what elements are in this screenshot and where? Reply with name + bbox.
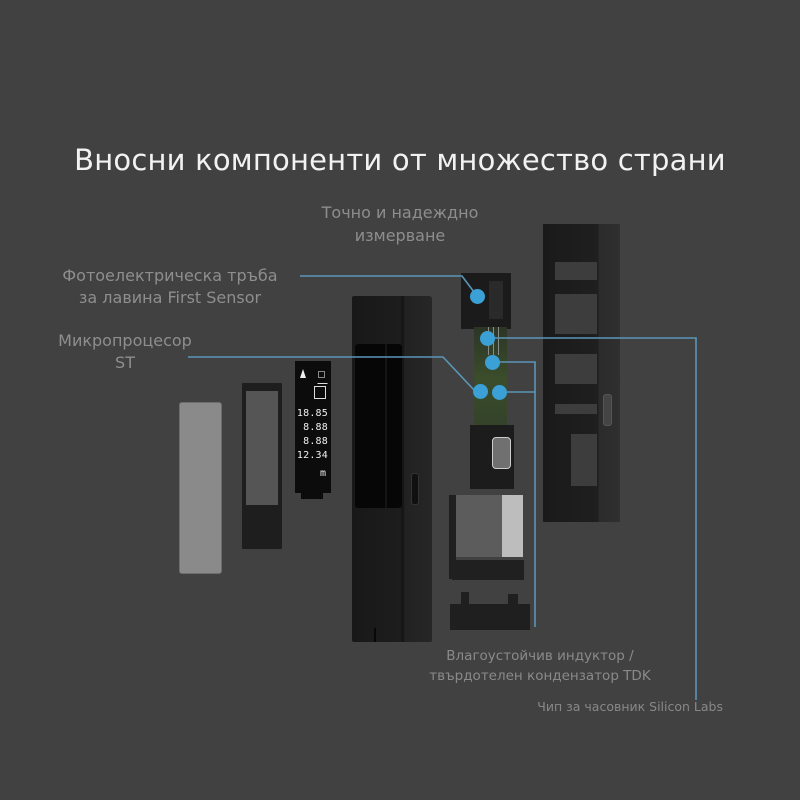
- callout-mcu-line1: Микропроцесор: [58, 331, 192, 350]
- battery: [449, 495, 523, 579]
- cover-glass: [179, 402, 222, 574]
- callout-photodiode-line1: Фотоелектрическа тръба: [62, 266, 278, 285]
- lcd-reading: 8.88: [303, 436, 328, 447]
- laser-sensor-module: [461, 273, 511, 329]
- rear-housing-rib: [555, 354, 597, 384]
- battery-icon: [318, 371, 325, 378]
- lcd-reading: 8.88: [303, 422, 328, 433]
- rear-side-button: [603, 394, 612, 426]
- usb-c-board: [470, 425, 514, 489]
- battery-base: [452, 560, 524, 580]
- hotspot-inductor[interactable]: [485, 355, 500, 370]
- callout-mcu: Микропроцесор ST: [40, 330, 210, 374]
- housing-screen: [355, 344, 402, 508]
- volume-cube-icon: [314, 386, 326, 399]
- pcb-pin: [498, 327, 499, 355]
- callout-measurement: Точно и надеждно измерване: [290, 201, 510, 247]
- hotspot-capacitor[interactable]: [492, 385, 507, 400]
- hotspot-clock-chip[interactable]: [480, 331, 495, 346]
- lcd-reading: 12.34: [296, 450, 328, 461]
- rear-housing-rib: [555, 404, 597, 414]
- callout-measurement-line2: измерване: [354, 226, 446, 245]
- callout-clock-chip: Чип за часовник Silicon Labs: [537, 699, 723, 714]
- usb-c-port-icon: [492, 437, 511, 469]
- lcd-readings: 18.85 8.88 8.88 12.34: [297, 407, 328, 463]
- hotspot-mcu[interactable]: [473, 384, 488, 399]
- housing-notch: [374, 628, 376, 642]
- display-frame: [242, 383, 282, 549]
- laser-triangle-icon: [300, 369, 306, 378]
- battery-highlight: [502, 495, 523, 557]
- lcd-reading: 18.85: [296, 408, 328, 419]
- page-title: Вносни компоненти от множество страни: [74, 143, 726, 177]
- side-button: [411, 473, 419, 505]
- callout-inductor-line2: твърдотелен кондензатор TDK: [429, 668, 651, 684]
- rear-housing: [543, 224, 620, 522]
- rear-housing-rib: [555, 262, 597, 280]
- bottom-cap: [450, 592, 530, 630]
- callout-measurement-line1: Точно и надеждно: [321, 203, 479, 222]
- lcd-unit: m: [319, 468, 326, 479]
- lcd-panel: 18.85 8.88 8.88 12.34 m: [295, 361, 331, 499]
- callout-photodiode-line2: за лавина First Sensor: [78, 288, 262, 307]
- callout-inductor: Влагоустойчив индуктор / твърдотелен кон…: [425, 646, 655, 686]
- battery-bracket: [449, 495, 456, 579]
- rear-housing-rib: [555, 294, 597, 334]
- callout-photodiode: Фотоелектрическа тръба за лавина First S…: [50, 265, 290, 309]
- callout-mcu-line2: ST: [115, 353, 135, 372]
- rear-housing-rib: [571, 434, 597, 486]
- display-window: [246, 391, 278, 505]
- callout-inductor-line1: Влагоустойчив индуктор /: [446, 648, 634, 664]
- lcd-connector-tab: [301, 493, 323, 499]
- front-housing: [352, 296, 432, 642]
- hotspot-photodiode[interactable]: [470, 289, 485, 304]
